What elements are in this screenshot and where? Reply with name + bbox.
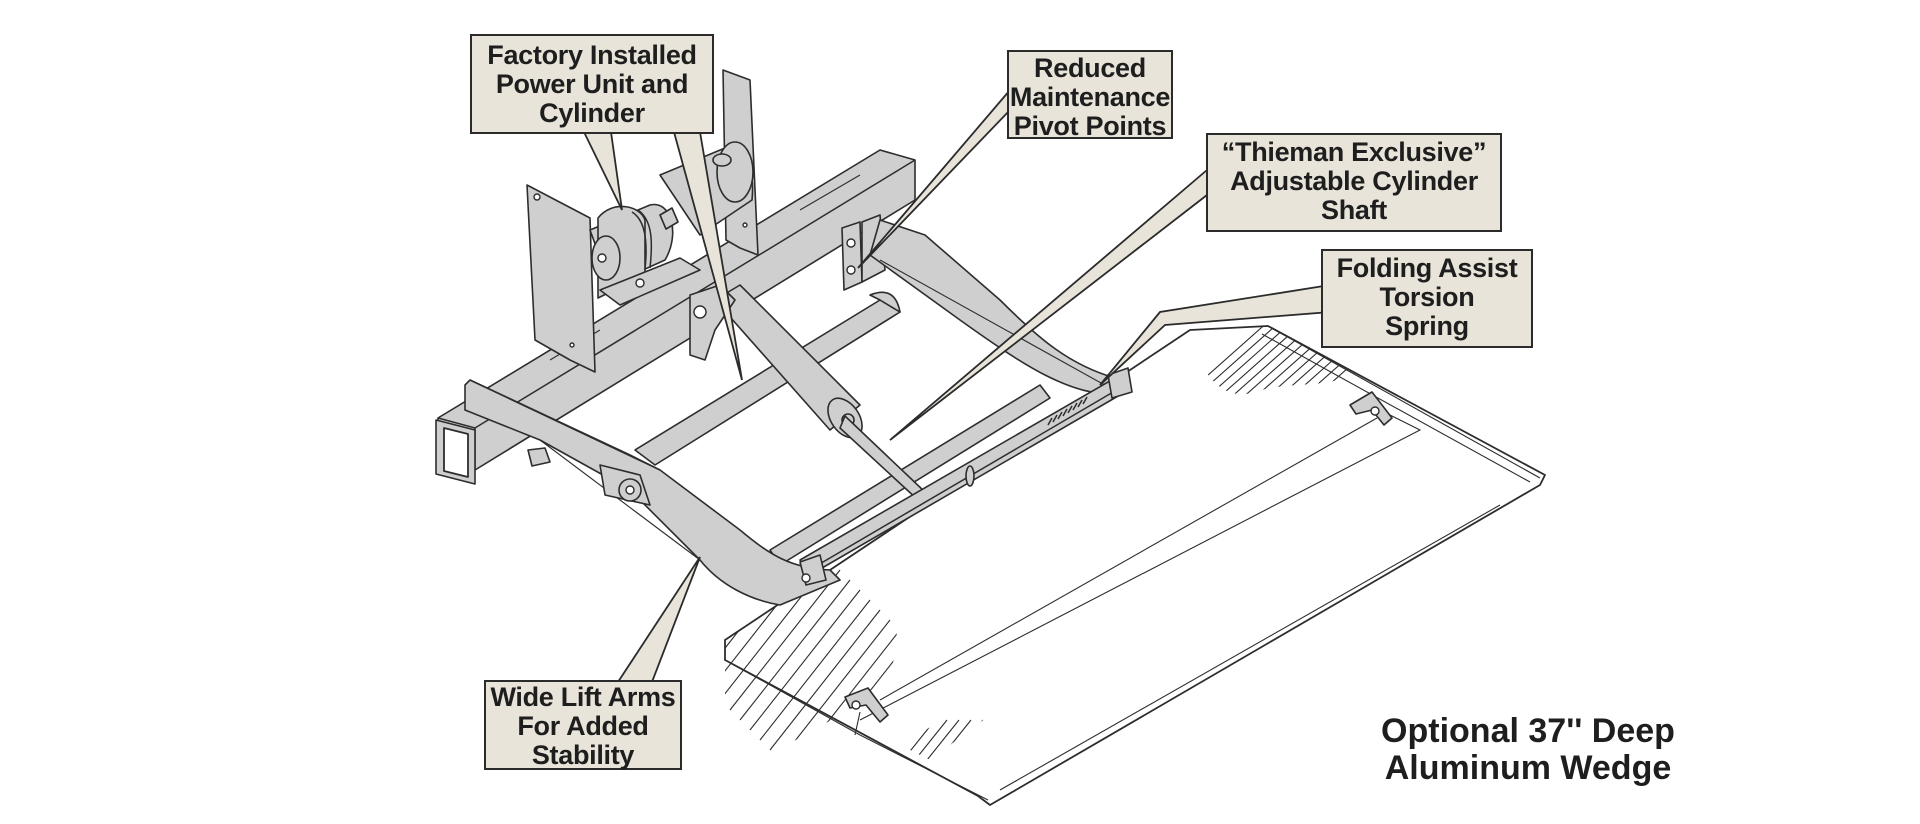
callout-torsion-spring-line-2: Torsion bbox=[1379, 282, 1475, 312]
callout-pivot-points: Reduced Maintenance Pivot Points bbox=[1007, 50, 1173, 141]
callout-power-unit-line-2: Power Unit and bbox=[495, 69, 689, 99]
wedge-caption-line-2: Aluminum Wedge bbox=[1384, 749, 1672, 787]
aluminum-wedge-platform bbox=[724, 325, 1546, 806]
callout-pivot-points-line-1: Reduced bbox=[1034, 53, 1146, 83]
callout-power-unit-line-1: Factory Installed bbox=[487, 40, 697, 70]
callout-lift-arms-line-2: For Added bbox=[517, 711, 649, 741]
lift-arm-near bbox=[464, 379, 841, 606]
wedge-caption: Optional 37'' Deep Aluminum Wedge bbox=[1368, 713, 1688, 787]
callout-power-unit-line-3: Cylinder bbox=[539, 98, 645, 128]
callout-torsion-spring-line-1: Folding Assist bbox=[1336, 253, 1518, 283]
callout-lift-arms: Wide Lift Arms For Added Stability bbox=[484, 680, 682, 770]
hinge-rod-and-spring bbox=[799, 367, 1133, 586]
callout-pointers bbox=[582, 87, 1331, 683]
callout-torsion-spring: Folding Assist Torsion Spring bbox=[1321, 249, 1533, 348]
callout-cylinder-shaft-line-3: Shaft bbox=[1320, 195, 1387, 225]
mount-plate-left bbox=[526, 184, 596, 373]
wing-handle-near bbox=[844, 687, 889, 723]
callout-cylinder-shaft: “Thieman Exclusive” Adjustable Cylinder … bbox=[1206, 133, 1502, 232]
wing-handle-far bbox=[1349, 391, 1393, 426]
callout-power-unit: Factory Installed Power Unit and Cylinde… bbox=[470, 34, 714, 134]
callout-cylinder-shaft-line-1: “Thieman Exclusive” bbox=[1221, 137, 1487, 167]
callout-lift-arms-line-1: Wide Lift Arms bbox=[490, 682, 676, 712]
callout-lift-arms-line-3: Stability bbox=[531, 740, 635, 770]
torsion-spring-coils bbox=[1047, 396, 1088, 426]
wedge-caption-line-1: Optional 37'' Deep bbox=[1381, 712, 1675, 750]
pointer-power-unit-a bbox=[582, 131, 623, 211]
callout-pivot-points-line-2: Maintenance bbox=[1009, 82, 1171, 112]
callout-cylinder-shaft-line-2: Adjustable Cylinder bbox=[1230, 166, 1478, 196]
pointer-lift-arms bbox=[616, 556, 701, 683]
callout-pivot-points-line-3: Pivot Points bbox=[1013, 111, 1167, 141]
lift-arm-far bbox=[869, 219, 1121, 396]
callout-torsion-spring-line-3: Spring bbox=[1385, 311, 1469, 341]
